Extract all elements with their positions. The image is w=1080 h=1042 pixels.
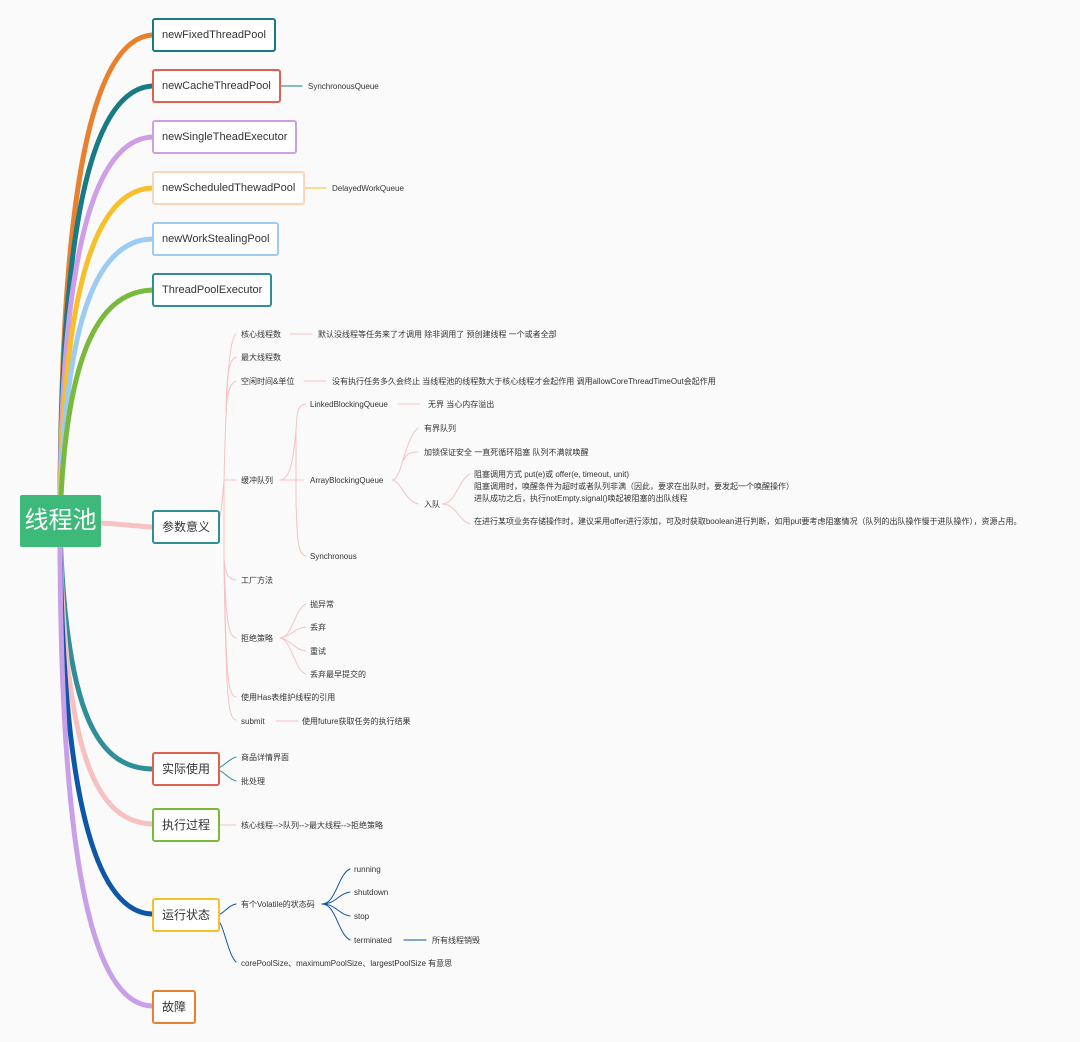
param-submit[interactable]: submit — [241, 717, 265, 726]
enqueue-desc-4[interactable]: 在进行某项业务存储操作时，建议采用offer进行添加，可及时获取boolean进… — [474, 517, 1022, 526]
practice-item-2[interactable]: 批处理 — [241, 777, 265, 786]
queue-linked-desc[interactable]: 无界 当心内存溢出 — [428, 400, 495, 409]
param-idle[interactable]: 空闲时间&单位 — [241, 377, 295, 386]
param-hashset[interactable]: 使用Has表维护线程的引用 — [241, 693, 336, 702]
array-lock-safe[interactable]: 加锁保证安全 一直死循环阻塞 队列不满就唤醒 — [424, 448, 589, 457]
node-params[interactable]: 参数意义 — [152, 510, 221, 544]
reject-discard[interactable]: 丢弃 — [310, 623, 326, 632]
node-thread-pool-executor[interactable]: ThreadPoolExecutor — [152, 273, 273, 307]
queue-linked[interactable]: LinkedBlockingQueue — [310, 400, 388, 409]
param-buffer[interactable]: 缓冲队列 — [241, 476, 273, 485]
queue-synchronous[interactable]: Synchronous — [310, 552, 357, 561]
state-volatile[interactable]: 有个Volatile的状态码 — [241, 900, 315, 909]
node-practice[interactable]: 实际使用 — [152, 752, 221, 786]
branch-fault — [57, 527, 155, 1009]
node-delayed-work-queue[interactable]: DelayedWorkQueue — [332, 184, 404, 193]
reject-throw[interactable]: 抛异常 — [310, 600, 334, 609]
node-fault[interactable]: 故障 — [152, 990, 197, 1024]
enqueue-desc-3[interactable]: 进队成功之后，执行notEmpty.signal()唤起被阻塞的出队线程 — [474, 494, 688, 503]
node-state[interactable]: 运行状态 — [152, 898, 221, 932]
param-reject[interactable]: 拒绝策略 — [241, 634, 273, 643]
branch-state — [57, 527, 155, 917]
array-enqueue[interactable]: 入队 — [424, 500, 440, 509]
node-new-fixed-thread-pool[interactable]: newFixedThreadPool — [152, 18, 276, 52]
branch-practice — [57, 527, 155, 772]
node-process[interactable]: 执行过程 — [152, 808, 221, 842]
node-new-scheduled-thewad-pool[interactable]: newScheduledThewadPool — [152, 171, 306, 205]
param-max[interactable]: 最大线程数 — [241, 353, 281, 362]
param-factory[interactable]: 工厂方法 — [241, 576, 273, 585]
state-running[interactable]: running — [354, 865, 381, 874]
root-node[interactable]: 线程池 — [20, 495, 101, 547]
practice-item-1[interactable]: 商品详情界面 — [241, 753, 289, 762]
process-desc[interactable]: 核心线程-->队列-->最大线程-->拒绝策略 — [241, 821, 383, 830]
reject-discard-oldest[interactable]: 丢弃最早提交的 — [310, 670, 366, 679]
reject-retry[interactable]: 重试 — [310, 647, 326, 656]
param-core-desc[interactable]: 默认没线程等任务来了才调用 除非调用了 预创建线程 一个或者全部 — [318, 330, 557, 339]
param-core[interactable]: 核心线程数 — [241, 330, 281, 339]
node-synchronous-queue[interactable]: SynchronousQueue — [308, 82, 379, 91]
state-terminated[interactable]: terminated — [354, 936, 392, 945]
branch-cache — [57, 83, 155, 523]
param-submit-desc[interactable]: 使用future获取任务的执行结果 — [302, 717, 411, 726]
state-stop[interactable]: stop — [354, 912, 370, 921]
node-new-work-stealing-pool[interactable]: newWorkStealingPool — [152, 222, 280, 256]
node-new-single-thead-executor[interactable]: newSingleTheadExecutor — [152, 120, 298, 154]
enqueue-desc-2[interactable]: 阻塞调用时，唤醒条件为超时或者队列非满（因此，要求在出队时，要发起一个唤醒操作） — [474, 482, 794, 491]
queue-array[interactable]: ArrayBlockingQueue — [310, 476, 384, 485]
branch-params — [97, 520, 155, 530]
branch-executor — [57, 287, 155, 523]
param-idle-desc[interactable]: 没有执行任务多久会终止 当线程池的线程数大于核心线程才会起作用 调用allowC… — [332, 377, 716, 386]
node-new-cache-thread-pool[interactable]: newCacheThreadPool — [152, 69, 281, 103]
array-bounded[interactable]: 有界队列 — [424, 424, 456, 433]
state-sizes[interactable]: corePoolSize、maximumPoolSize、largestPool… — [241, 959, 453, 968]
state-terminated-desc[interactable]: 所有线程销毁 — [432, 936, 480, 945]
state-shutdown[interactable]: shutdown — [354, 888, 389, 897]
enqueue-desc-1[interactable]: 阻塞调用方式 put(e)或 offer(e, timeout, unit) — [474, 470, 630, 479]
